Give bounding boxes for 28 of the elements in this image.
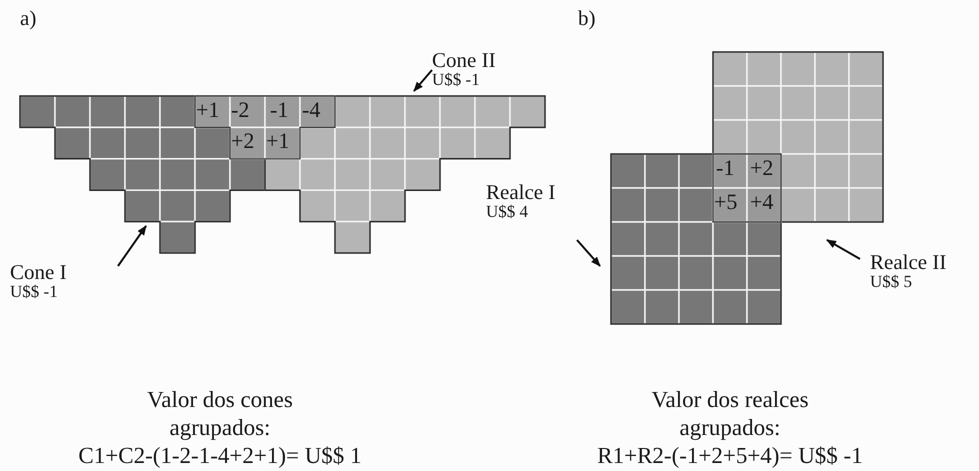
part-label: Realce II bbox=[870, 252, 946, 273]
price-label: U$$ 4 bbox=[486, 203, 530, 220]
cell-value: +2 bbox=[750, 155, 774, 182]
cell-value: +1 bbox=[196, 97, 220, 124]
panel-label: a) bbox=[20, 6, 36, 32]
arrow bbox=[826, 239, 860, 260]
cell-value: -2 bbox=[231, 97, 250, 124]
caption-text: Valor dos realces agrupados: bbox=[650, 386, 810, 442]
price-label: U$$ 5 bbox=[870, 273, 914, 290]
cell-value: +1 bbox=[266, 128, 290, 154]
cell-value: -1 bbox=[716, 155, 734, 182]
cell-value: +4 bbox=[750, 189, 774, 216]
cell-value: +2 bbox=[231, 128, 254, 154]
cell-value: -4 bbox=[302, 97, 320, 124]
formula-text: R1+R2-(-1+2+5+4)= U$$ -1 bbox=[596, 442, 864, 470]
part-label: Cone II bbox=[432, 50, 496, 71]
part-label: Cone I bbox=[10, 262, 67, 283]
price-label: U$$ -1 bbox=[10, 283, 59, 300]
formula-text: C1+C2-(1-2-1-4+2+1)= U$$ 1 bbox=[77, 442, 363, 470]
arrow bbox=[117, 225, 147, 267]
panel-label: b) bbox=[578, 6, 596, 32]
caption-text: Valor dos cones agrupados: bbox=[146, 386, 294, 442]
arrow bbox=[576, 239, 601, 267]
cell-value: -1 bbox=[270, 97, 288, 124]
cell-value: +5 bbox=[714, 189, 738, 216]
part-label: Realce I bbox=[486, 182, 556, 203]
price-label: U$$ -1 bbox=[432, 71, 481, 88]
arrow bbox=[413, 69, 433, 92]
